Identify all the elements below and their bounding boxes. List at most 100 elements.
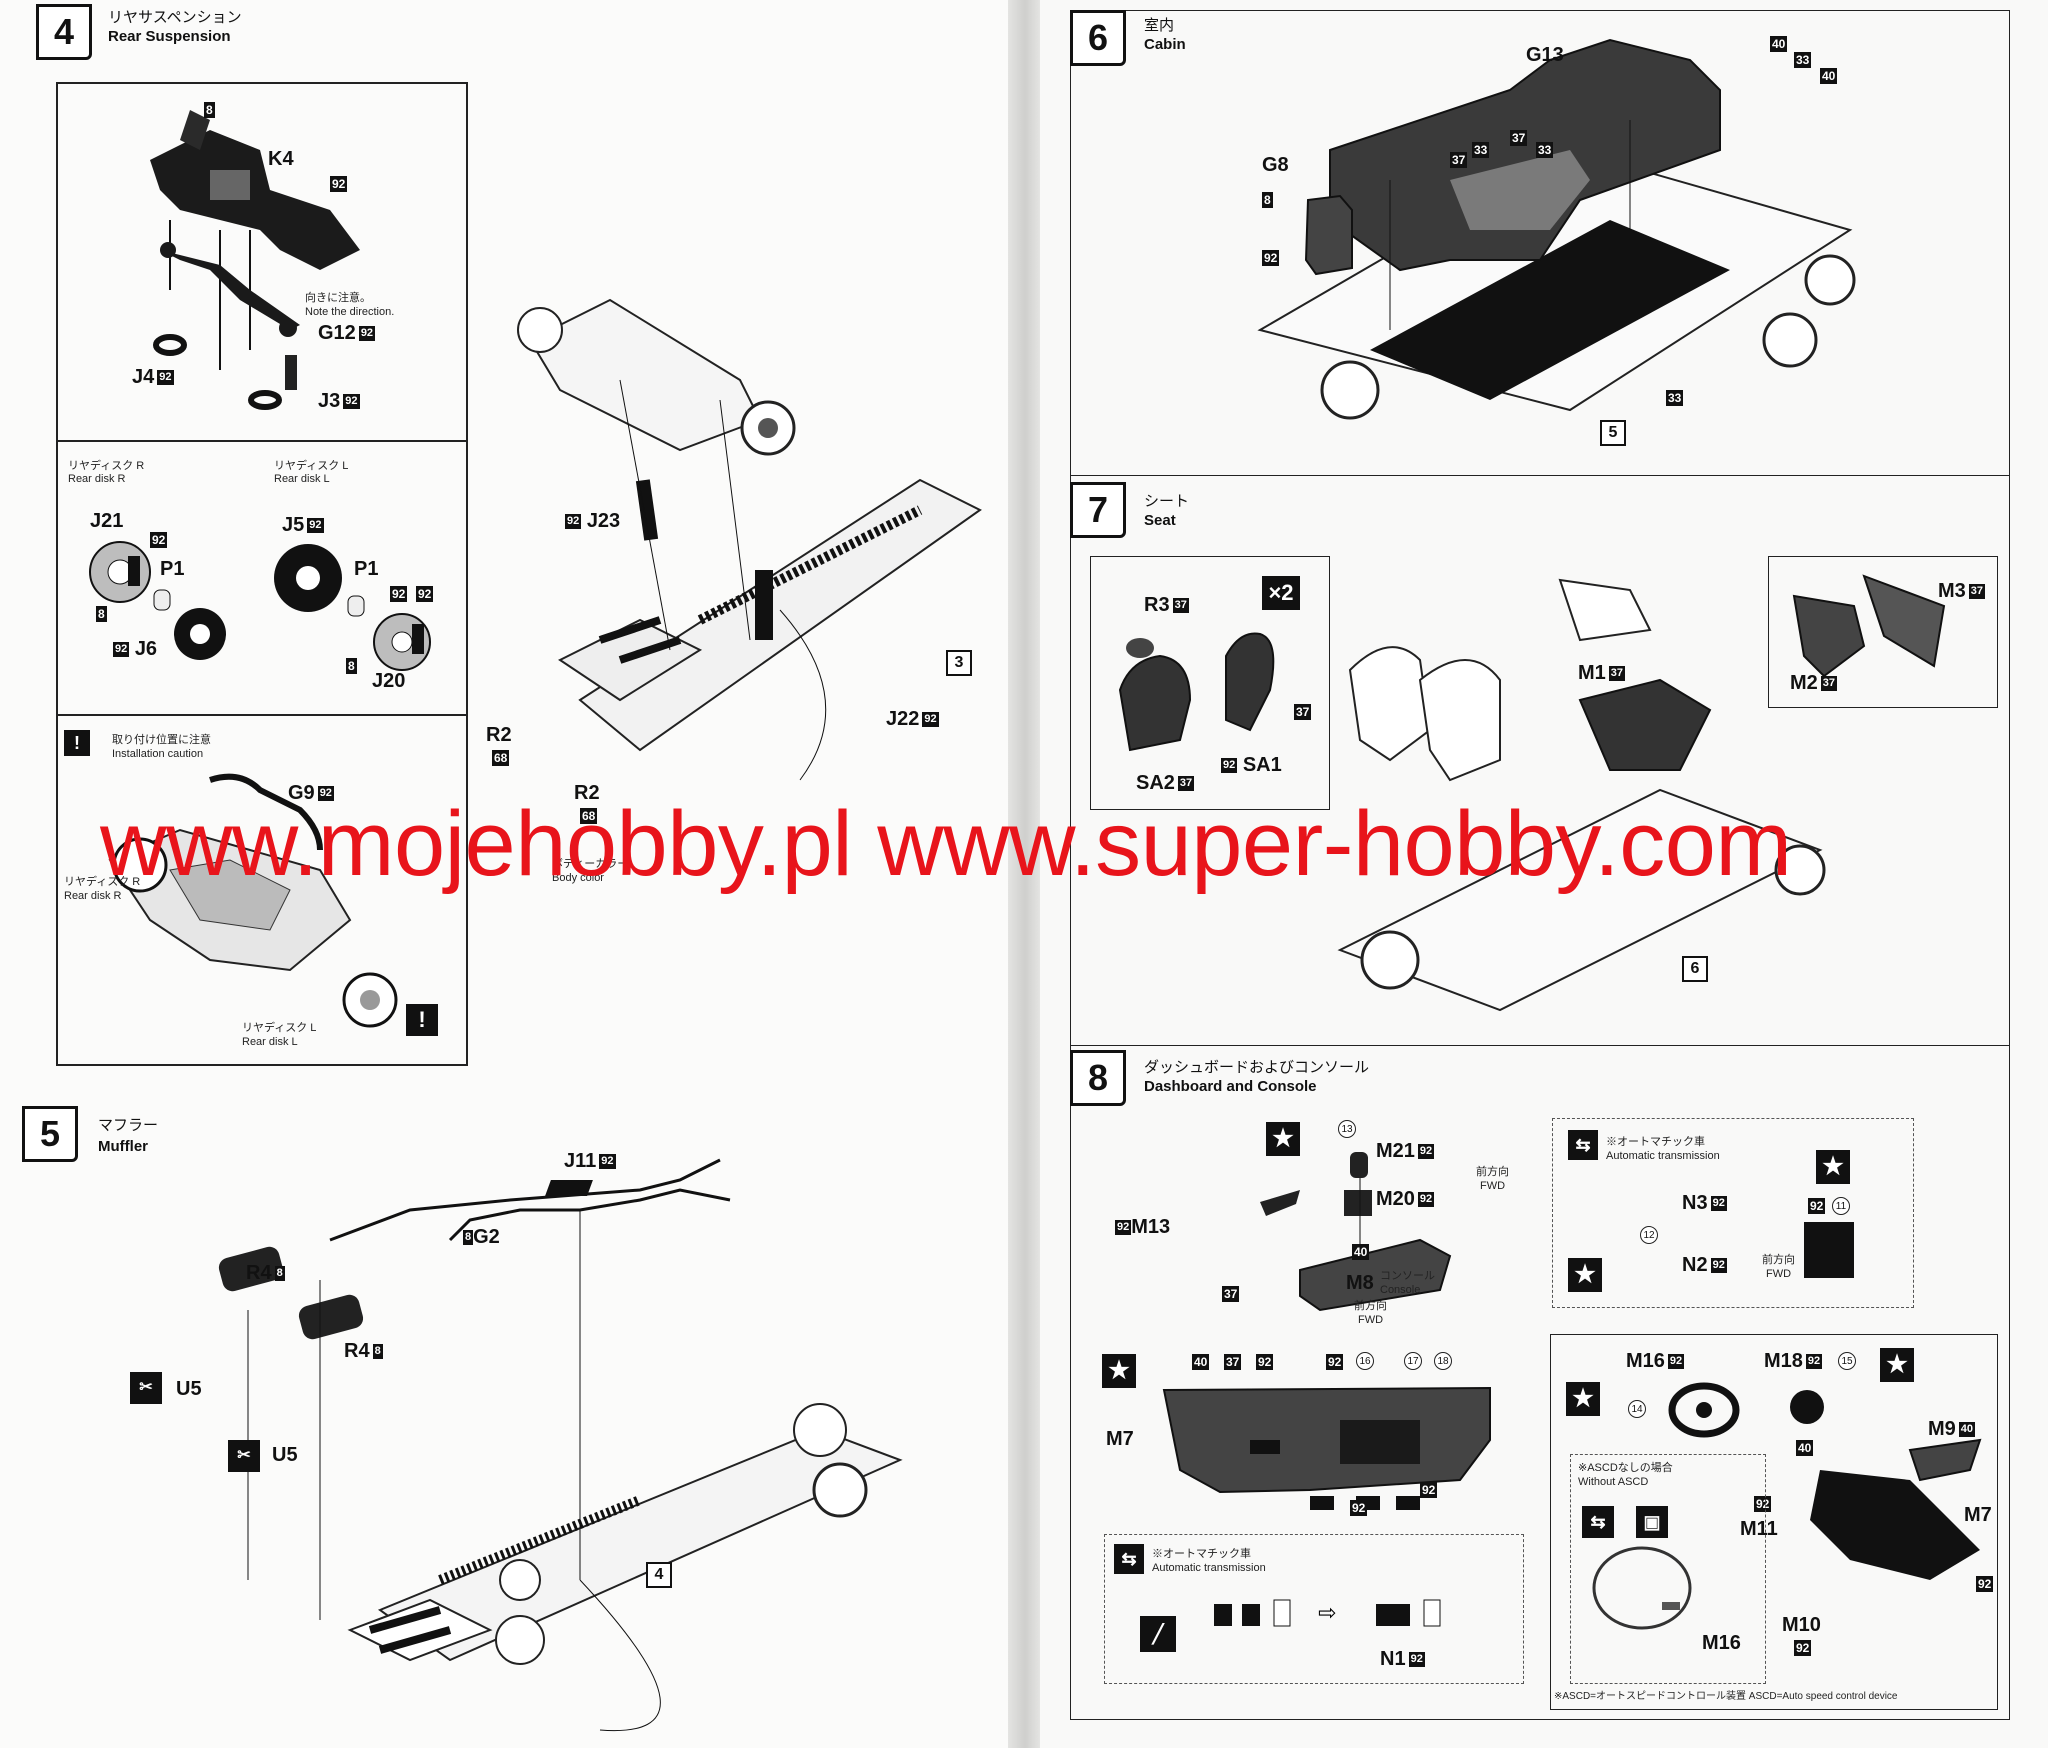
disk-l-jp: リヤディスク L	[274, 460, 349, 472]
part-u5-label-b: U5	[272, 1444, 298, 1466]
fwd-en-a: FWD	[1480, 1180, 1506, 1192]
dashboard-m7-drawing	[1162, 1386, 1491, 1510]
left-page: 4 リヤサスペンション Rear Suspension 8 K4 92 向きに注…	[0, 0, 1010, 1748]
console-en: Console	[1380, 1284, 1421, 1296]
paint-92-j21: 92	[150, 532, 168, 548]
steering-subassembly-frame	[1550, 1334, 1998, 1710]
caution-icon: !	[64, 730, 90, 756]
part-m18-shape	[1790, 1390, 1824, 1424]
fwd-jp-c: 前方向	[1762, 1254, 1795, 1266]
step4-subassembly-frame	[56, 82, 468, 1066]
at-en: Automatic transmission	[1606, 1150, 1720, 1162]
without-ascd-box	[1570, 1454, 1766, 1684]
fwd-en-c: FWD	[1766, 1268, 1792, 1280]
paint-92-dash-b: 92	[1326, 1354, 1344, 1370]
paint-8-r: 8	[96, 606, 107, 622]
paint-92-dash-a: 92	[1256, 1354, 1274, 1370]
paint-33-c: 33	[1472, 142, 1490, 158]
pedal-change-drawing: ⇨	[1214, 1599, 1441, 1627]
note-direction-en: Note the direction.	[305, 306, 395, 318]
book-spine	[1008, 0, 1042, 1748]
decal-13: 13	[1338, 1120, 1356, 1138]
step8-title-jp: ダッシュボードおよびコンソール	[1144, 1059, 1370, 1076]
fwd-jp-b: 前方向	[1354, 1300, 1387, 1312]
ref-step-5: 5	[1600, 420, 1626, 446]
step5-title-en: Muffler	[98, 1138, 148, 1155]
cut-tool-icon: ✂	[130, 1372, 162, 1404]
paint-92-pedal-a: 92	[1350, 1500, 1368, 1516]
star-icon-c: ★	[1568, 1258, 1602, 1292]
part-8-marker: 8	[204, 102, 215, 118]
part-u5-label-a: U5	[176, 1378, 202, 1400]
right-page-frame	[1070, 10, 2010, 1720]
console-jp: コンソール	[1380, 1270, 1435, 1282]
shift-gate-part	[1804, 1222, 1854, 1278]
part-m16-label-b: M16	[1702, 1632, 1741, 1654]
paint-40-dash: 40	[1192, 1354, 1210, 1370]
at-jp: ※オートマチック車	[1606, 1136, 1705, 1148]
paint-92-m11: 92	[1754, 1496, 1772, 1512]
steering-without-ascd-drawing	[1592, 1546, 1692, 1630]
automatic-transmission-box	[1552, 1118, 1914, 1308]
part-r2-label-b: R2	[574, 782, 600, 804]
paint-33-b: 33	[1536, 142, 1554, 158]
quantity-x2-badge: ×2	[1262, 576, 1300, 610]
paint-33-a: 33	[1794, 52, 1812, 68]
paint-40-a: 40	[1770, 36, 1788, 52]
remove-icon: ▣	[1636, 1506, 1668, 1538]
part-m7-label-a: M7	[1106, 1428, 1134, 1450]
part-m11-label: M11	[1740, 1518, 1778, 1540]
part-m10-label: M10	[1782, 1614, 1821, 1636]
step7-title-jp: シート	[1144, 493, 1190, 510]
caution-jp: 取り付け位置に注意	[112, 734, 211, 746]
note-direction-jp: 向きに注意。	[305, 292, 371, 304]
paint-37-seat: 37	[1294, 704, 1312, 720]
step5-number: 5	[22, 1106, 78, 1162]
rear-seat-subassembly-frame	[1768, 556, 1998, 708]
caution-icon-2: !	[406, 1004, 438, 1036]
part-g8-label: G8	[1262, 154, 1289, 176]
svg-text:⇨: ⇨	[1318, 1601, 1336, 1626]
star-icon-f: ★	[1880, 1348, 1914, 1382]
disk-r2-en: Rear disk R	[64, 890, 122, 902]
paint-37-b: 37	[1450, 152, 1468, 168]
at-pedal-en: Automatic transmission	[1152, 1562, 1266, 1574]
step6-title-jp: 室内	[1144, 17, 1175, 34]
part-k4-label: K4	[268, 148, 294, 170]
decal-17: 17	[1404, 1352, 1422, 1370]
step7-title-en: Seat	[1144, 512, 1176, 529]
decal-14: 14	[1628, 1400, 1646, 1418]
paint-92-marker: 92	[330, 176, 348, 192]
ref-step-3: 3	[946, 650, 972, 676]
caution-en: Installation caution	[112, 748, 204, 760]
decal-18: 18	[1434, 1352, 1452, 1370]
ref-step-4: 4	[646, 1562, 672, 1588]
step8-number: 8	[1070, 1050, 1126, 1106]
rear-subframe-drawing	[150, 110, 360, 410]
paint-92-g8: 92	[1262, 250, 1280, 266]
part-m7-label-b: M7	[1964, 1504, 1992, 1526]
part-sa1-label: 92 SA1	[1221, 754, 1282, 776]
chassis-rear-install-drawing	[517, 298, 982, 781]
paint-92-pedal-b: 92	[1420, 1482, 1438, 1498]
rear-suspension-assembly-drawing	[108, 773, 398, 1028]
rear-disk-r-drawing	[89, 541, 226, 660]
disk-l2-en: Rear disk L	[242, 1036, 298, 1048]
step6-number: 6	[1070, 10, 1126, 66]
disk-r-jp: リヤディスク R	[68, 460, 145, 472]
